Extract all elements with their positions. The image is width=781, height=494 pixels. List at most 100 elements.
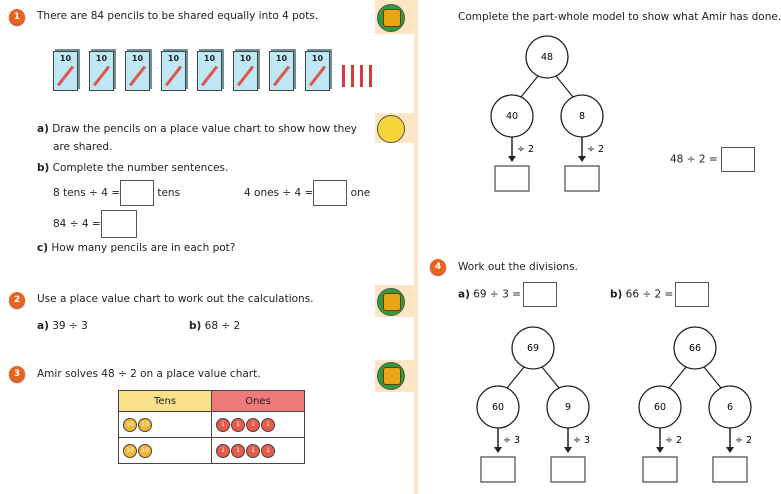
one-counter: 1: [246, 444, 260, 458]
part-c: c) How many pencils are in each pot?: [37, 242, 236, 254]
part-value: 60: [654, 402, 666, 413]
answer-box[interactable]: [550, 456, 586, 483]
answer-box[interactable]: [712, 456, 748, 483]
answer-box[interactable]: [313, 180, 348, 206]
part-b: b) 66 ÷ 2 =: [610, 282, 710, 307]
part-value: 60: [492, 402, 504, 413]
box-label: 10: [239, 54, 252, 63]
box-label: 10: [95, 54, 108, 63]
sentence-1: 8 tens ÷ 4 = tens: [53, 180, 180, 206]
pencil-box: 10: [125, 51, 150, 91]
tens-header: Tens: [118, 390, 212, 412]
part-a: a) 39 ÷ 3: [37, 320, 88, 332]
sentence-3: 84 ÷ 4 =: [53, 210, 137, 238]
ten-counter: 10: [123, 418, 137, 432]
one-counter: 1: [231, 444, 245, 458]
cube-icon: [377, 4, 405, 32]
question-number-badge: 2: [9, 292, 25, 308]
single-pencil: [369, 65, 372, 87]
whole-circle: [525, 35, 569, 79]
part-whole-prompt: Complete the part-whole model to show wh…: [458, 11, 781, 23]
question-prompt: There are 84 pencils to be shared equall…: [37, 10, 319, 22]
box-label: 10: [311, 54, 324, 63]
part-value: 6: [727, 402, 733, 413]
box-label: 10: [131, 54, 144, 63]
part-b: b) Complete the number sentences.: [37, 162, 229, 174]
question-prompt: Work out the divisions.: [458, 261, 579, 273]
arrow-head-icon: [656, 447, 664, 453]
part-a-text: Draw the pencils on a place value chart …: [52, 123, 357, 135]
answer-box[interactable]: [480, 456, 516, 483]
question-prompt: Use a place value chart to work out the …: [37, 293, 314, 305]
pencil-box: 10: [89, 51, 114, 91]
one-counter: 1: [261, 418, 275, 432]
one-counter: 1: [261, 444, 275, 458]
answer-box[interactable]: [100, 210, 137, 238]
box-label: 10: [275, 54, 288, 63]
part-a: a) 69 ÷ 3 =: [458, 282, 557, 307]
answer-box[interactable]: [642, 456, 678, 483]
equation: 48 ÷ 2 =: [670, 147, 755, 172]
part-value: 9: [565, 402, 571, 413]
pencil-box: 10: [233, 51, 258, 91]
whole-value: 69: [527, 343, 539, 354]
connector-line: [541, 366, 560, 389]
box-label: 10: [203, 54, 216, 63]
connector-line: [555, 75, 574, 98]
answer-box[interactable]: [675, 282, 710, 307]
single-pencil: [351, 65, 354, 87]
question-number-badge: 3: [9, 366, 25, 382]
operation-label: ÷ 2: [587, 144, 604, 155]
operation-label: ÷ 3: [503, 435, 520, 446]
part-a: a) Draw the pencils on a place value cha…: [37, 123, 357, 135]
question-number-badge: 4: [430, 259, 446, 275]
arrow-head-icon: [564, 447, 572, 453]
part-value: 40: [506, 111, 518, 122]
answer-box[interactable]: [721, 147, 755, 172]
pencil-box: 10: [269, 51, 294, 91]
arrow-head-icon: [578, 156, 586, 162]
whole-value: 66: [689, 343, 701, 354]
whole-value: 48: [541, 52, 553, 63]
arrow-head-icon: [726, 447, 734, 453]
arrow-head-icon: [508, 156, 516, 162]
operation-label: ÷ 3: [573, 435, 590, 446]
operation-label: ÷ 2: [665, 435, 682, 446]
box-label: 10: [167, 54, 180, 63]
whole-circle: [673, 326, 717, 370]
operation-label: ÷ 2: [517, 144, 534, 155]
one-counter: 1: [216, 444, 230, 458]
answer-box[interactable]: [120, 180, 155, 206]
answer-box[interactable]: [522, 282, 557, 307]
one-counter: 1: [216, 418, 230, 432]
ten-counter: 10: [138, 418, 152, 432]
connector-line: [520, 75, 539, 98]
cube-icon: [377, 362, 405, 390]
arrow-head-icon: [494, 447, 502, 453]
part-b: b) 68 ÷ 2: [189, 320, 241, 332]
connector-line: [703, 366, 722, 389]
pencil-box: 10: [305, 51, 330, 91]
connector-line: [668, 366, 687, 389]
pencil-box: 10: [197, 51, 222, 91]
whole-circle: [511, 326, 555, 370]
single-pencil: [342, 65, 345, 87]
single-pencil: [360, 65, 363, 87]
question-prompt: Amir solves 48 ÷ 2 on a place value char…: [37, 368, 261, 380]
side-strip: [414, 0, 418, 494]
one-counter: 1: [246, 418, 260, 432]
answer-box[interactable]: [494, 165, 530, 192]
pencil-icon: [377, 115, 405, 143]
question-number-badge: 1: [9, 9, 25, 25]
sentence-2: 4 ones ÷ 4 = one: [244, 180, 370, 206]
pencil-box: 10: [53, 51, 78, 91]
operation-label: ÷ 2: [735, 435, 752, 446]
answer-box[interactable]: [564, 165, 600, 192]
